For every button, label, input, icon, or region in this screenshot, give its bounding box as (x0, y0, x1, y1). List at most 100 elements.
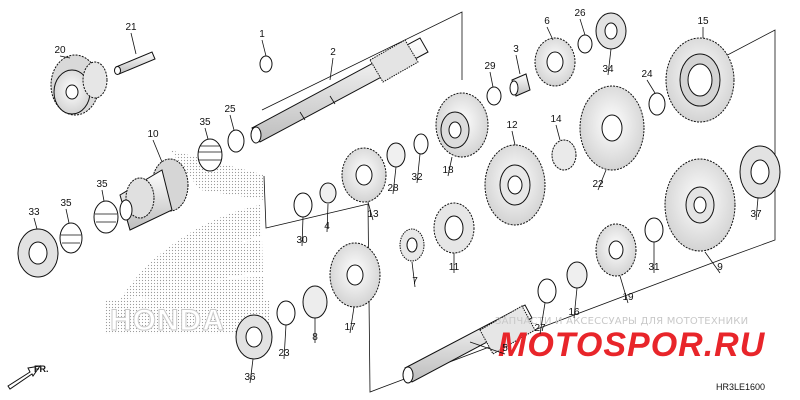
bushing-16 (566, 261, 588, 289)
gear-12 (484, 144, 546, 226)
site-watermark: ЗАПЧАСТИ И АКСЕССУАРЫ ДЛЯ МОТОТЕХНИКИ MO… (495, 316, 766, 364)
gear-20 (50, 54, 108, 116)
bearing-36 (235, 314, 273, 360)
gear-22 (579, 85, 645, 171)
shaft-2 (250, 37, 429, 144)
callout-leader-36 (249, 358, 254, 384)
bearing-35-middle (93, 200, 119, 234)
part-number-7: 7 (412, 276, 418, 287)
part-number-36: 36 (244, 372, 256, 383)
part-number-10: 10 (147, 129, 159, 140)
callout-leader-21 (130, 32, 137, 55)
callout-leader-2 (329, 57, 334, 81)
part-number-35: 35 (96, 179, 108, 190)
part-number-37: 37 (750, 209, 762, 220)
honda-wing-logo: HONDA (105, 150, 270, 338)
callout-leader-6 (546, 26, 554, 41)
honda-logo-text: HONDA (110, 304, 225, 337)
callout-leader-12 (511, 130, 516, 146)
part-number-14: 14 (550, 114, 562, 125)
callout-leader-19 (619, 275, 629, 304)
callout-leader-35 (65, 208, 70, 224)
pin-21 (114, 51, 156, 75)
callout-leader-1 (261, 39, 267, 57)
part-number-24: 24 (641, 69, 653, 80)
callout-leader-9 (704, 251, 721, 274)
bearing-34 (595, 12, 627, 50)
gear-10 (119, 158, 189, 231)
part-number-21: 21 (125, 22, 137, 33)
callout-leader-35 (101, 189, 105, 202)
part-number-34: 34 (602, 64, 614, 75)
part-number-11: 11 (449, 262, 460, 273)
callout-leader-35 (204, 127, 209, 140)
part-number-9: 9 (717, 262, 723, 273)
part-number-33: 33 (28, 207, 40, 218)
part-number-22: 22 (592, 179, 604, 190)
callout-leader-28 (392, 166, 397, 195)
part-number-4: 4 (324, 221, 330, 232)
gear-19 (595, 223, 637, 277)
part-number-17: 17 (344, 322, 356, 333)
part-number-15: 15 (697, 16, 709, 27)
part-number-35: 35 (199, 117, 211, 128)
part-number-31: 31 (648, 262, 660, 273)
callout-leader-32 (416, 153, 421, 184)
part-number-6: 6 (544, 16, 550, 27)
callout-leader-22 (597, 169, 607, 191)
bearing-35-upper (197, 138, 223, 172)
part-number-28: 28 (387, 183, 399, 194)
callout-leader-3 (515, 54, 521, 75)
part-number-8: 8 (312, 332, 318, 343)
washer-32 (413, 133, 429, 155)
callout-leader-24 (646, 79, 656, 94)
front-direction-arrow: FR. (7, 364, 49, 390)
watermark-brand: MOTOSPOR.RU (498, 326, 766, 364)
callout-leader-10 (152, 139, 163, 163)
gear-9 (664, 158, 736, 252)
part-number-1: 1 (259, 29, 265, 40)
gear-6 (534, 37, 576, 87)
part-number-18: 18 (442, 165, 454, 176)
bearing-35-lower (59, 222, 83, 254)
bushing-7 (399, 228, 425, 262)
callout-leader-14 (555, 124, 561, 141)
callout-leader-7 (411, 261, 416, 288)
washer-24 (648, 92, 666, 116)
callout-leader-16 (573, 287, 578, 319)
bearing-33 (17, 228, 59, 278)
part-number-3: 3 (513, 44, 519, 55)
part-number-20: 20 (54, 45, 66, 56)
bushing-28 (386, 142, 406, 168)
bearing-8 (302, 285, 328, 319)
callout-leader-23 (283, 324, 287, 360)
washer-26 (577, 34, 593, 54)
part-number-25: 25 (224, 104, 236, 115)
callout-leader-30 (301, 216, 304, 247)
callout-leader-17 (349, 306, 355, 334)
part-number-12: 12 (506, 120, 518, 131)
diagram-code: HR3LE1600 (716, 382, 765, 392)
washer-30 (293, 192, 313, 218)
bushing-4 (319, 182, 337, 204)
front-direction-label: FR. (34, 364, 49, 374)
part-number-16: 16 (568, 307, 580, 318)
callout-leader-4 (326, 203, 329, 233)
gear-17 (329, 242, 381, 308)
callout-leader-20 (59, 55, 71, 59)
shaft-5 (402, 304, 536, 384)
callout-leader-25 (229, 114, 235, 131)
part-number-32: 32 (411, 172, 423, 183)
bushing-14 (551, 139, 577, 171)
washer-25 (227, 129, 245, 153)
callout-leader-33 (33, 217, 38, 230)
part-number-30: 30 (296, 235, 308, 246)
callout-leader-37 (755, 197, 759, 221)
callout-leader-18 (447, 156, 453, 177)
watermark-tagline: ЗАПЧАСТИ И АКСЕССУАРЫ ДЛЯ МОТОТЕХНИКИ (495, 316, 748, 327)
part-number-2: 2 (330, 47, 336, 58)
gear-15 (665, 37, 735, 123)
